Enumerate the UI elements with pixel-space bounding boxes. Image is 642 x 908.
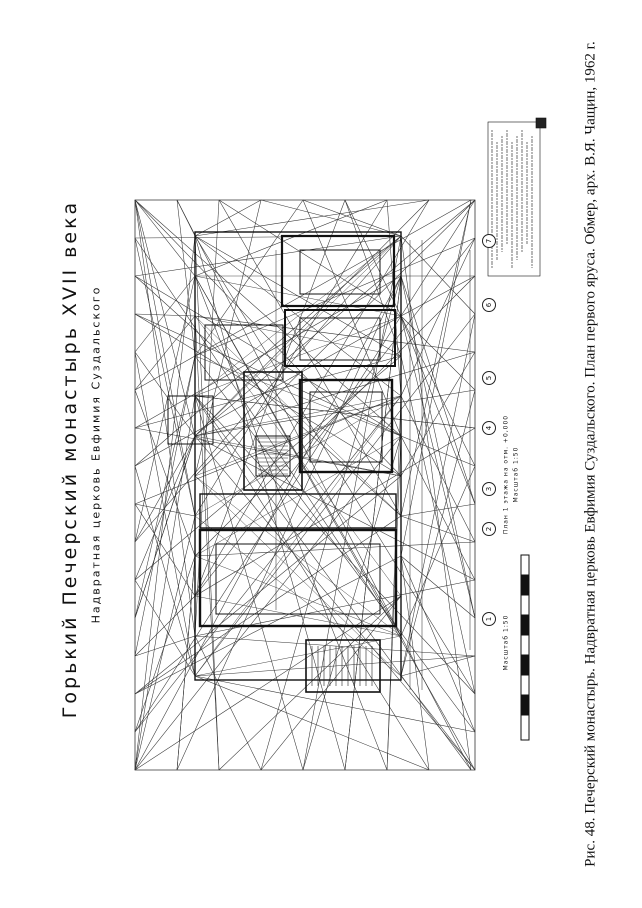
plan-label: План 1 этажа на отм. +0,000 [502,414,510,535]
scale-bar-label: Масштаб 1:50 [502,614,510,671]
drawing-subtitle: Надвратная церковь Евфимия Суздальского [89,285,103,624]
axis-marker: 7 [482,234,496,248]
axis-marker: 6 [482,298,496,312]
dimension-lines [275,240,471,690]
measurement-triangulation-lines [134,199,476,771]
building-walls [167,231,402,693]
axis-marker: 5 [482,371,496,385]
axis-marker: 1 [482,612,496,626]
scale-bar [520,554,530,741]
figure-caption: Рис. 48. Печерский монастырь. Надвратная… [582,41,599,867]
drawing-title: Горький Печерский монастырь XVII века [59,199,81,719]
axis-marker: 4 [482,421,496,435]
stair-hatching [258,437,373,686]
axis-marker: 3 [482,482,496,496]
title-stamp-block [487,117,547,277]
axis-marker: 2 [482,522,496,536]
plan-scale: Масштаб 1:50 [512,446,520,503]
